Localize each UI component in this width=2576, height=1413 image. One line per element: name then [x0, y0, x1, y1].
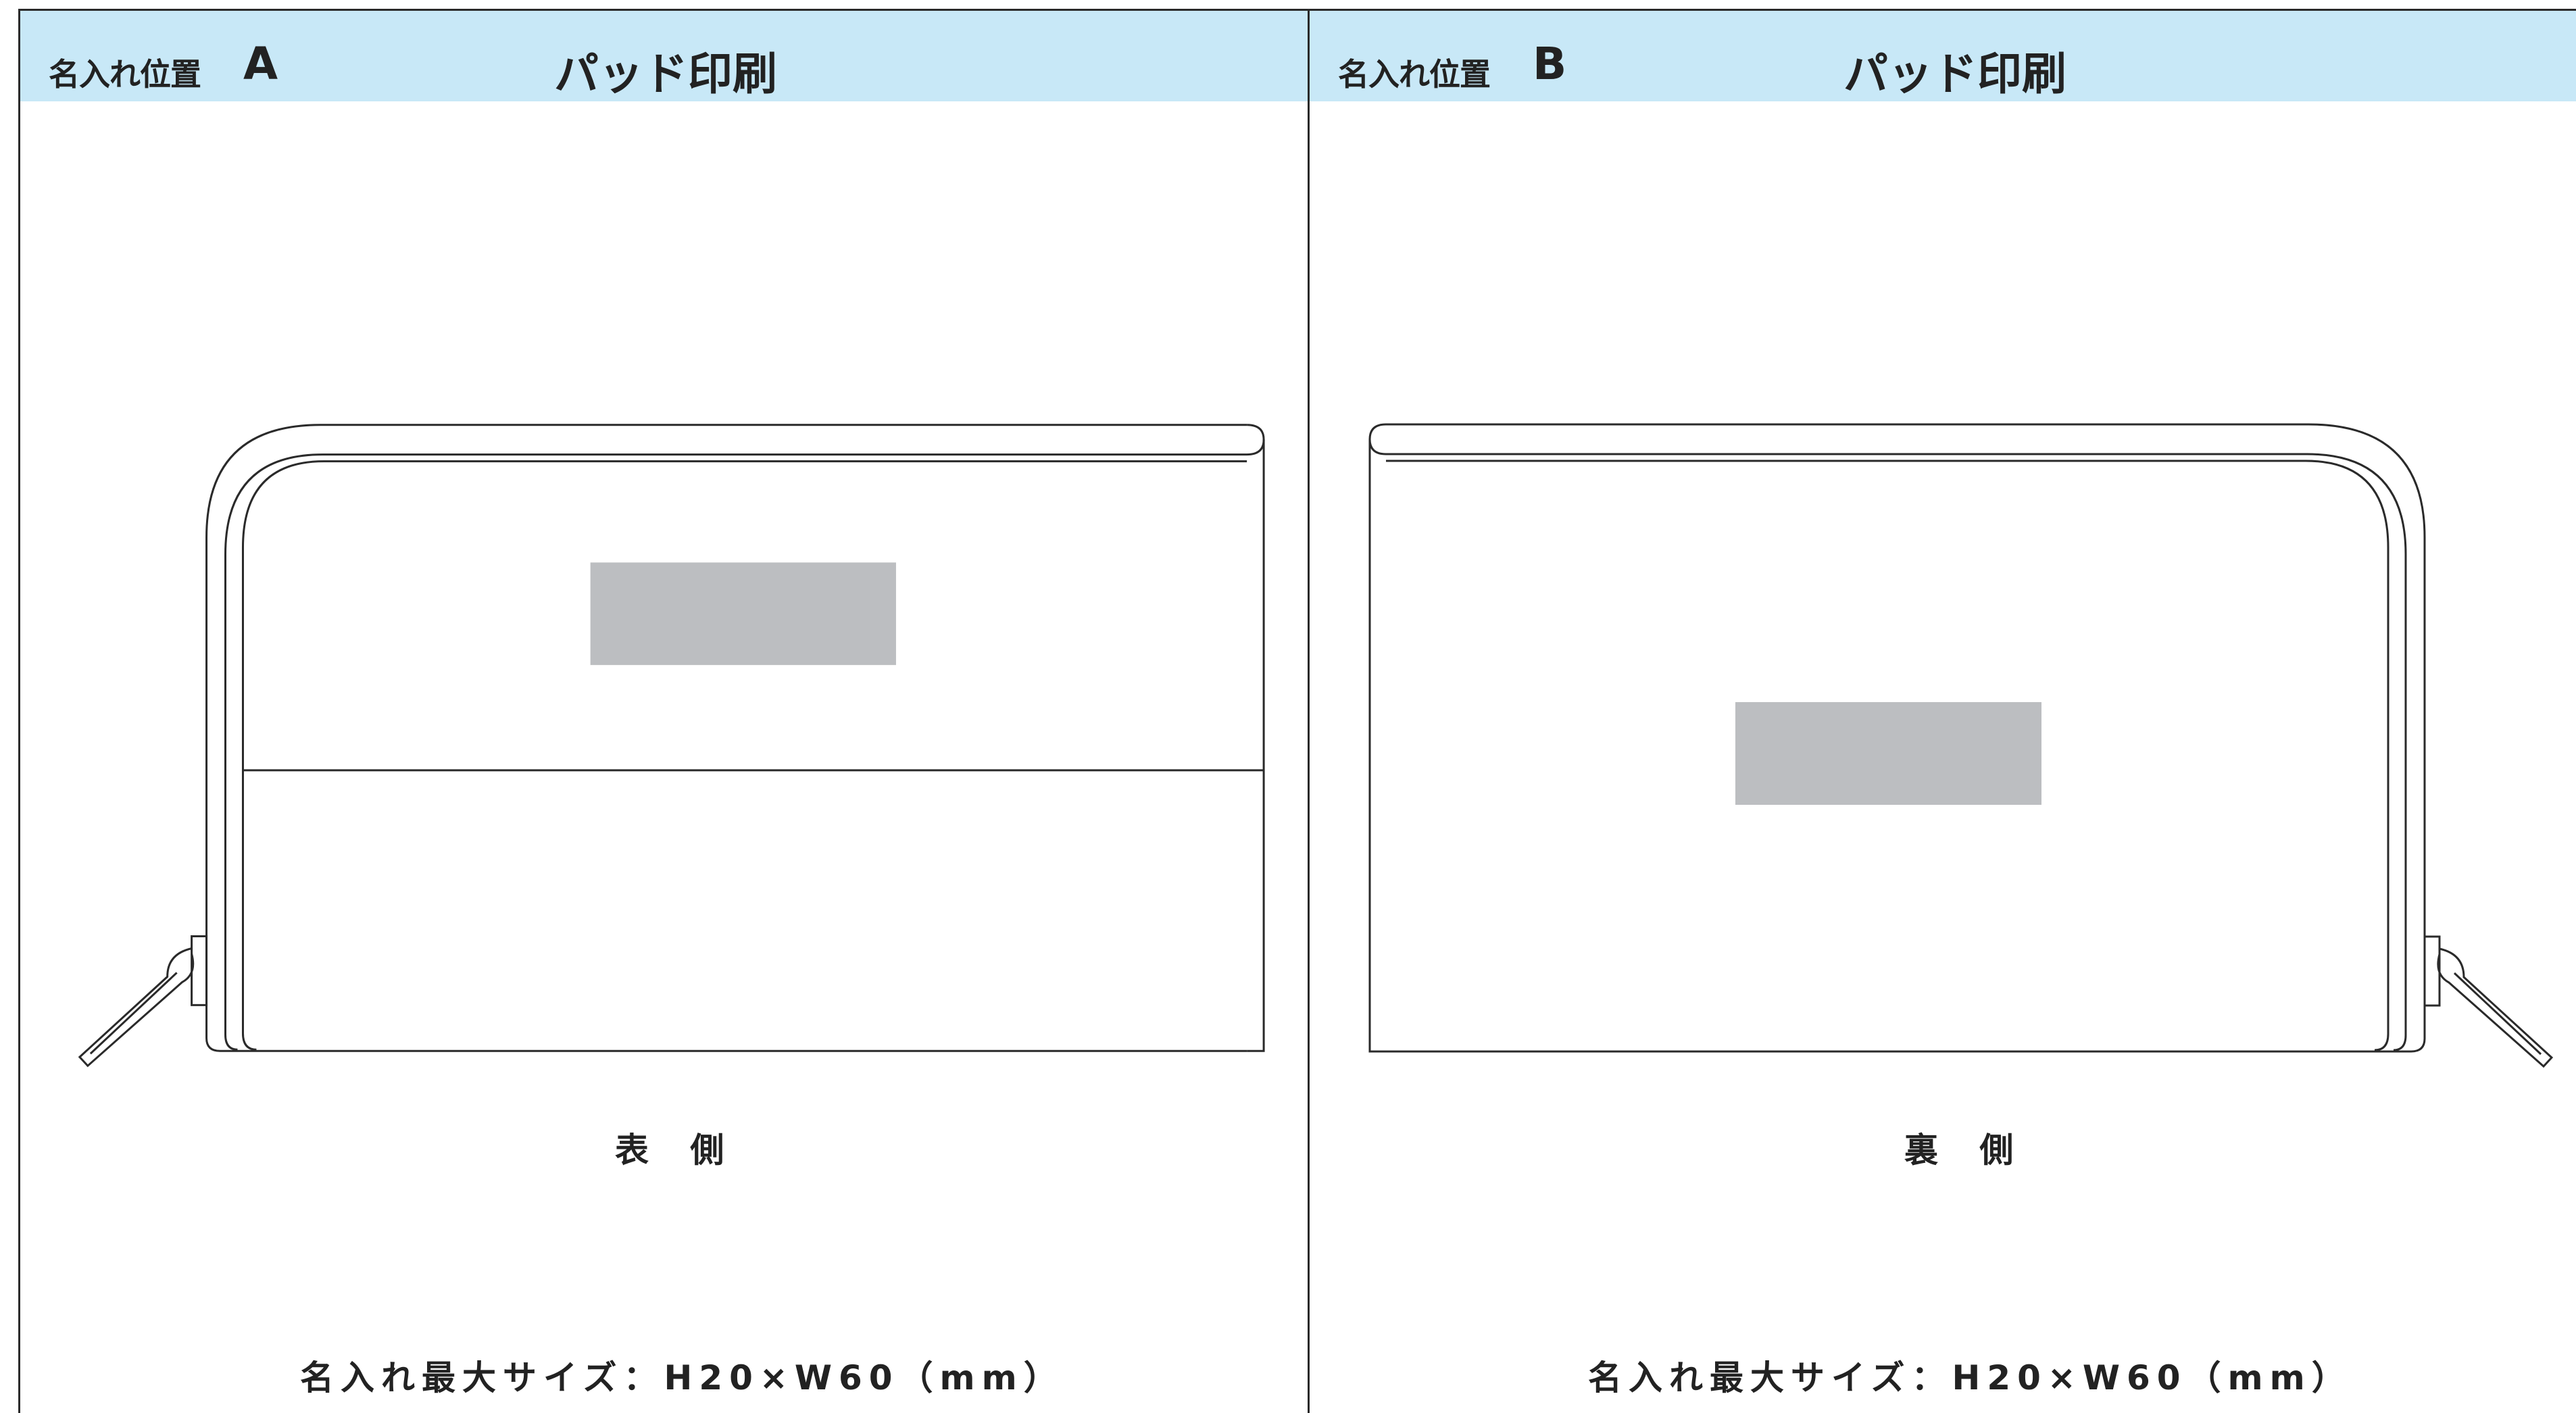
- panel-position-b: 名入れ位置 B パッド印刷 裏 側 名入れ最大サイズ：H20×W60: [1310, 11, 2576, 1413]
- zipper-end-stop: [2423, 935, 2441, 1007]
- zipper-outer-edge: [1386, 423, 2426, 1053]
- print-method: パッド印刷: [554, 48, 777, 100]
- zipper-pull-inner: [89, 972, 178, 1055]
- zipper-tape-top: [1368, 423, 2407, 1051]
- print-area-front: [590, 562, 896, 666]
- pouch-front-diagram: [20, 101, 1308, 1352]
- zipper-outer-edge: [205, 424, 1247, 1052]
- zipper-tape-top: [224, 424, 1265, 1051]
- pouch-back-drawing: [1368, 423, 2554, 1068]
- figure-frame: 名入れ位置 A パッド印刷: [18, 9, 2576, 1413]
- position-label: 名入れ位置: [1338, 56, 1491, 93]
- zipper-pull: [78, 947, 195, 1068]
- zipper-end-stop: [191, 935, 208, 1006]
- side-label-front: 表 側: [615, 1131, 739, 1170]
- panel-header: 名入れ位置 A パッド印刷: [20, 11, 1308, 101]
- position-label: 名入れ位置: [49, 56, 201, 93]
- max-print-size-a: 名入れ最大サイズ：H20×W60（mm）: [300, 1358, 1064, 1397]
- print-area-back: [1735, 702, 2041, 805]
- panel-position-a: 名入れ位置 A パッド印刷: [20, 11, 1310, 1413]
- zipper-inner-edge: [1386, 460, 2389, 1051]
- zipper-pull: [2437, 947, 2554, 1068]
- pouch-front-drawing: [78, 424, 1265, 1068]
- print-method: パッド印刷: [1843, 48, 2066, 100]
- position-letter: B: [1533, 38, 1567, 90]
- zipper-pull-inner: [2453, 972, 2542, 1056]
- position-letter: A: [243, 38, 278, 90]
- max-print-size-b: 名入れ最大サイズ：H20×W60（mm）: [1588, 1358, 2352, 1397]
- pouch-body-left: [1368, 439, 1386, 1053]
- side-label-back: 裏 側: [1904, 1131, 2029, 1170]
- panel-header: 名入れ位置 B パッド印刷: [1310, 11, 2576, 101]
- pouch-back-diagram: [1310, 101, 2576, 1352]
- pouch-body-right: [1247, 439, 1265, 1052]
- zipper-inner-edge: [241, 460, 1247, 1051]
